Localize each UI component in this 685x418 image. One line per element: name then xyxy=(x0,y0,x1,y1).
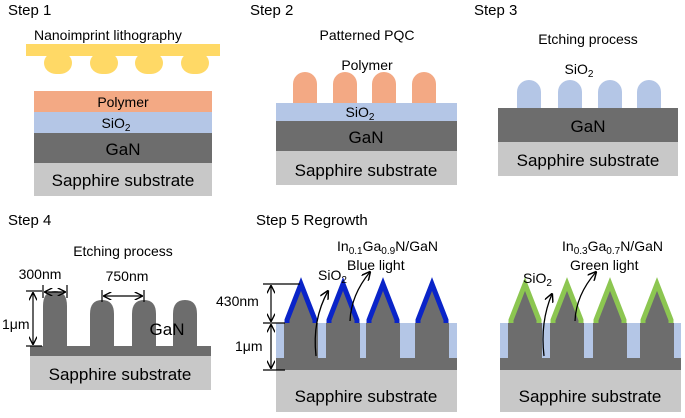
sapphire-substrate xyxy=(276,370,457,412)
sio2-pointer-arrow xyxy=(542,294,552,357)
substrate-label: Sapphire substrate xyxy=(517,151,660,170)
gan-base xyxy=(500,358,681,370)
height-label: 1μm xyxy=(2,316,30,332)
polymer-label: Polymer xyxy=(97,94,149,110)
sapphire-substrate xyxy=(30,356,211,390)
height-dimensions xyxy=(263,283,300,371)
sapphire-substrate xyxy=(498,142,678,176)
sio2-mask-pillars xyxy=(517,80,661,108)
substrate-label: Sapphire substrate xyxy=(519,387,662,406)
substrate-label: Sapphire substrate xyxy=(49,365,192,384)
gan-layer xyxy=(276,121,457,151)
sio2-layer xyxy=(34,112,212,133)
sapphire-substrate xyxy=(34,163,212,196)
green-light-label: Green light xyxy=(570,257,639,273)
sapphire-substrate xyxy=(276,151,457,185)
shell-pointer-arrow xyxy=(349,272,370,322)
shell-pointer-arrow xyxy=(574,272,596,322)
gan-layer xyxy=(34,133,212,163)
blue-composition-label: In0.1Ga0.9N/GaN xyxy=(337,238,438,257)
sio2-pointer-arrow xyxy=(314,291,328,357)
period-dimension xyxy=(101,290,145,302)
height-dimension xyxy=(26,290,42,347)
green-nanorods xyxy=(500,277,681,361)
width-dimension xyxy=(42,285,68,298)
step4-caption: Etching process xyxy=(73,243,173,259)
step4-title: Step 4 xyxy=(8,212,51,229)
step3-title: Step 3 xyxy=(474,2,517,19)
gan-label: GaN xyxy=(150,320,185,339)
width-label: 300nm xyxy=(19,266,62,282)
substrate-label: Sapphire substrate xyxy=(295,387,438,406)
core-height-label: 1μm xyxy=(235,338,263,354)
period-label: 750nm xyxy=(106,268,149,284)
gan-base xyxy=(276,358,457,370)
blue-light-label: Blue light xyxy=(347,257,405,273)
substrate-label: Sapphire substrate xyxy=(52,171,195,190)
sio2-label: SiO2 xyxy=(102,115,131,134)
sapphire-substrate xyxy=(500,370,681,412)
sio2-label: SiO2 xyxy=(523,270,552,289)
sio2-layer xyxy=(276,103,457,121)
substrate-label: Sapphire substrate xyxy=(295,161,438,180)
step1-caption: Nanoimprint lithography xyxy=(34,27,182,43)
polymer-pillars xyxy=(293,72,436,103)
step2-caption: Patterned PQC xyxy=(320,27,415,43)
gan-label: GaN xyxy=(571,117,606,136)
blue-nanorods xyxy=(276,277,457,361)
sio2-label: SiO2 xyxy=(318,267,347,286)
polymer-layer xyxy=(34,91,212,112)
gan-layer xyxy=(498,108,678,142)
step1-title: Step 1 xyxy=(8,2,51,19)
gan-label: GaN xyxy=(349,128,384,147)
green-composition-label: In0.3Ga0.7N/GaN xyxy=(562,238,663,257)
sio2-label: SiO2 xyxy=(346,104,375,123)
shell-height-label: 430nm xyxy=(216,293,259,309)
step2-title: Step 2 xyxy=(250,2,293,19)
gan-nanorods xyxy=(43,291,197,349)
polymer-pillar-label: Polymer xyxy=(341,57,393,73)
step3-caption: Etching process xyxy=(538,31,638,47)
imprint-mold xyxy=(26,44,220,74)
gan-base xyxy=(30,346,211,356)
gan-label: GaN xyxy=(106,140,141,159)
sio2-mask-label: SiO2 xyxy=(565,61,594,80)
step5-title: Step 5 Regrowth xyxy=(256,212,368,229)
